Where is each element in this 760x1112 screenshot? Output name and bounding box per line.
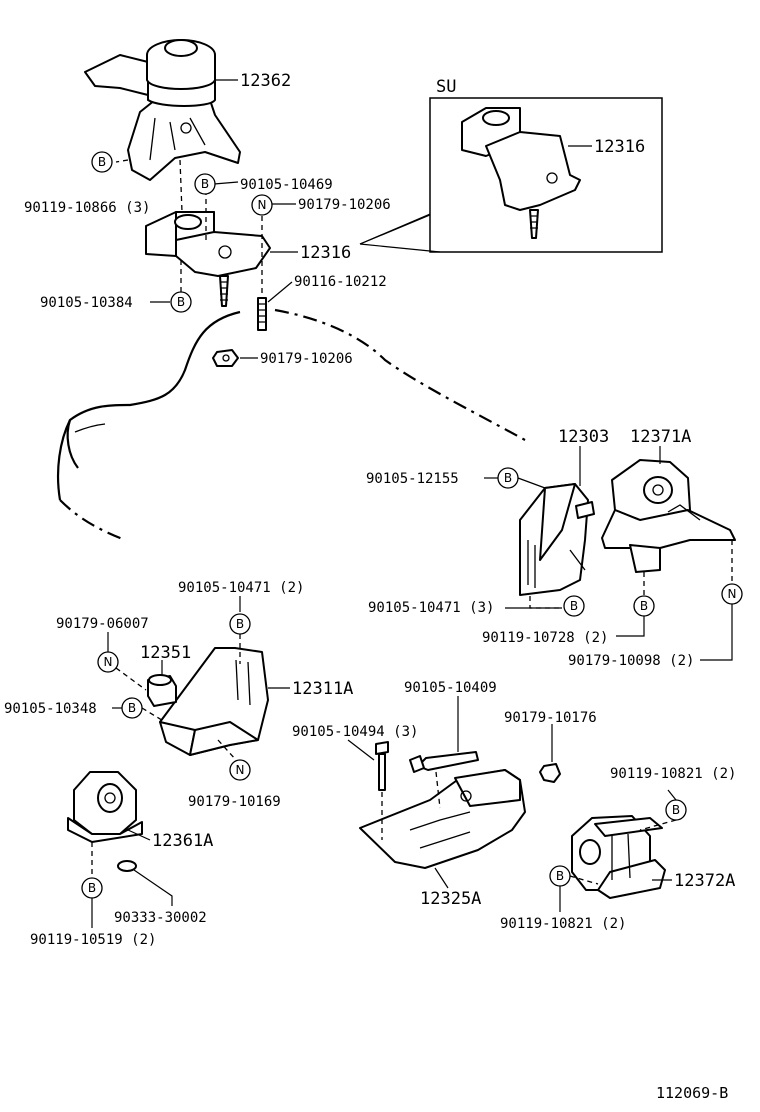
label-12303: 12303 [558, 427, 609, 447]
label-90119-10821-b: 90119-10821 (2) [500, 916, 626, 932]
svg-text:B: B [556, 869, 564, 883]
badge-b-90105-10471-3: B [563, 595, 585, 617]
mount-12371a [601, 459, 736, 573]
bracket-12311a [159, 647, 269, 756]
stud-90116-10212 [257, 297, 267, 331]
mount-12361a [67, 771, 143, 843]
label-90119-10821-a: 90119-10821 (2) [610, 766, 736, 782]
badge-markers: B B N B B B B N B N B N B B B [81, 151, 743, 899]
badge-n-90179-10206: N [251, 194, 273, 216]
label-12361a: 12361A [152, 831, 213, 851]
label-12311a: 12311A [292, 679, 353, 699]
svg-text:N: N [104, 655, 113, 669]
label-90105-10471-2: 90105-10471 (2) [178, 580, 304, 596]
bracket-12316 [145, 211, 271, 307]
label-90105-10469: 90105-10469 [240, 177, 333, 193]
nut-90179-10206 [212, 349, 239, 367]
figure-code: 112069-B [656, 1084, 728, 1102]
label-90105-10348: 90105-10348 [4, 701, 97, 717]
label-90105-10384: 90105-10384 [40, 295, 133, 311]
label-90105-10409: 90105-10409 [404, 680, 497, 696]
svg-text:B: B [504, 471, 512, 485]
part-labels: 12362 12316 12316 SU 12303 12371A 12351 … [140, 71, 735, 909]
engine-mount-12362 [84, 39, 241, 181]
mount-12372a [571, 815, 666, 899]
label-12362: 12362 [240, 71, 291, 91]
label-90179-06007: 90179-06007 [56, 616, 149, 632]
svg-text:N: N [258, 198, 267, 212]
svg-text:B: B [98, 155, 106, 169]
label-90119-10728: 90119-10728 (2) [482, 630, 608, 646]
badge-n-90179-10098: N [721, 583, 743, 605]
inset-su [359, 97, 663, 253]
badge-b-90105-10471-2: B [229, 613, 251, 635]
collar-12351 [147, 674, 177, 707]
label-90179-10169: 90179-10169 [188, 794, 281, 810]
badge-b-90119-10866: B [91, 151, 113, 173]
label-90116-10212: 90116-10212 [294, 274, 387, 290]
badge-b-90105-10348: B [121, 697, 143, 719]
label-12351: 12351 [140, 643, 191, 663]
label-90119-10866: 90119-10866 (3) [24, 200, 150, 216]
engine-outline [56, 308, 526, 542]
bolt-90105-10494 [375, 741, 389, 791]
svg-text:B: B [640, 599, 648, 613]
badge-b-90119-10821-b: B [549, 865, 571, 887]
label-90105-10471-3: 90105-10471 (3) [368, 600, 494, 616]
badge-b-90105-12155: B [497, 467, 519, 489]
badge-b-90119-10519: B [81, 877, 103, 899]
label-12325a: 12325A [420, 889, 481, 909]
leader-lines [91, 79, 733, 928]
badge-n-90179-10169: N [229, 759, 251, 781]
bolt-90105-10409 [409, 751, 479, 773]
bracket-12325a [359, 769, 526, 869]
label-90105-12155: 90105-12155 [366, 471, 459, 487]
svg-text:B: B [88, 881, 96, 895]
svg-text:B: B [201, 177, 209, 191]
label-inset-su: SU [436, 77, 456, 97]
svg-text:N: N [236, 763, 245, 777]
badge-b-90119-10821-a: B [665, 799, 687, 821]
label-90105-10494: 90105-10494 (3) [292, 724, 418, 740]
bracket-12303 [519, 483, 595, 596]
svg-text:B: B [128, 701, 136, 715]
svg-text:B: B [236, 617, 244, 631]
badge-b-90105-10469: B [194, 173, 216, 195]
label-12316-main: 12316 [300, 243, 351, 263]
badge-b-90105-10384: B [170, 291, 192, 313]
svg-text:B: B [672, 803, 680, 817]
svg-text:B: B [570, 599, 578, 613]
label-12316-inset: 12316 [594, 137, 645, 157]
label-90179-10206-b: 90179-10206 [260, 351, 353, 367]
washer-90333-30002 [117, 860, 137, 872]
label-90179-10098: 90179-10098 (2) [568, 653, 694, 669]
label-12371a: 12371A [630, 427, 691, 447]
svg-text:B: B [177, 295, 185, 309]
nut-90179-10176 [539, 763, 561, 783]
badge-n-90179-06007: N [97, 651, 119, 673]
label-90119-10519: 90119-10519 (2) [30, 932, 156, 948]
badge-b-90119-10728: B [633, 595, 655, 617]
label-12372a: 12372A [674, 871, 735, 891]
label-90179-10176: 90179-10176 [504, 710, 597, 726]
svg-text:N: N [728, 587, 737, 601]
label-90333-30002: 90333-30002 [114, 910, 207, 926]
fastener-labels: 90119-10866 (3) 90105-10469 90179-10206 … [4, 177, 736, 948]
label-90179-10206-a: 90179-10206 [298, 197, 391, 213]
